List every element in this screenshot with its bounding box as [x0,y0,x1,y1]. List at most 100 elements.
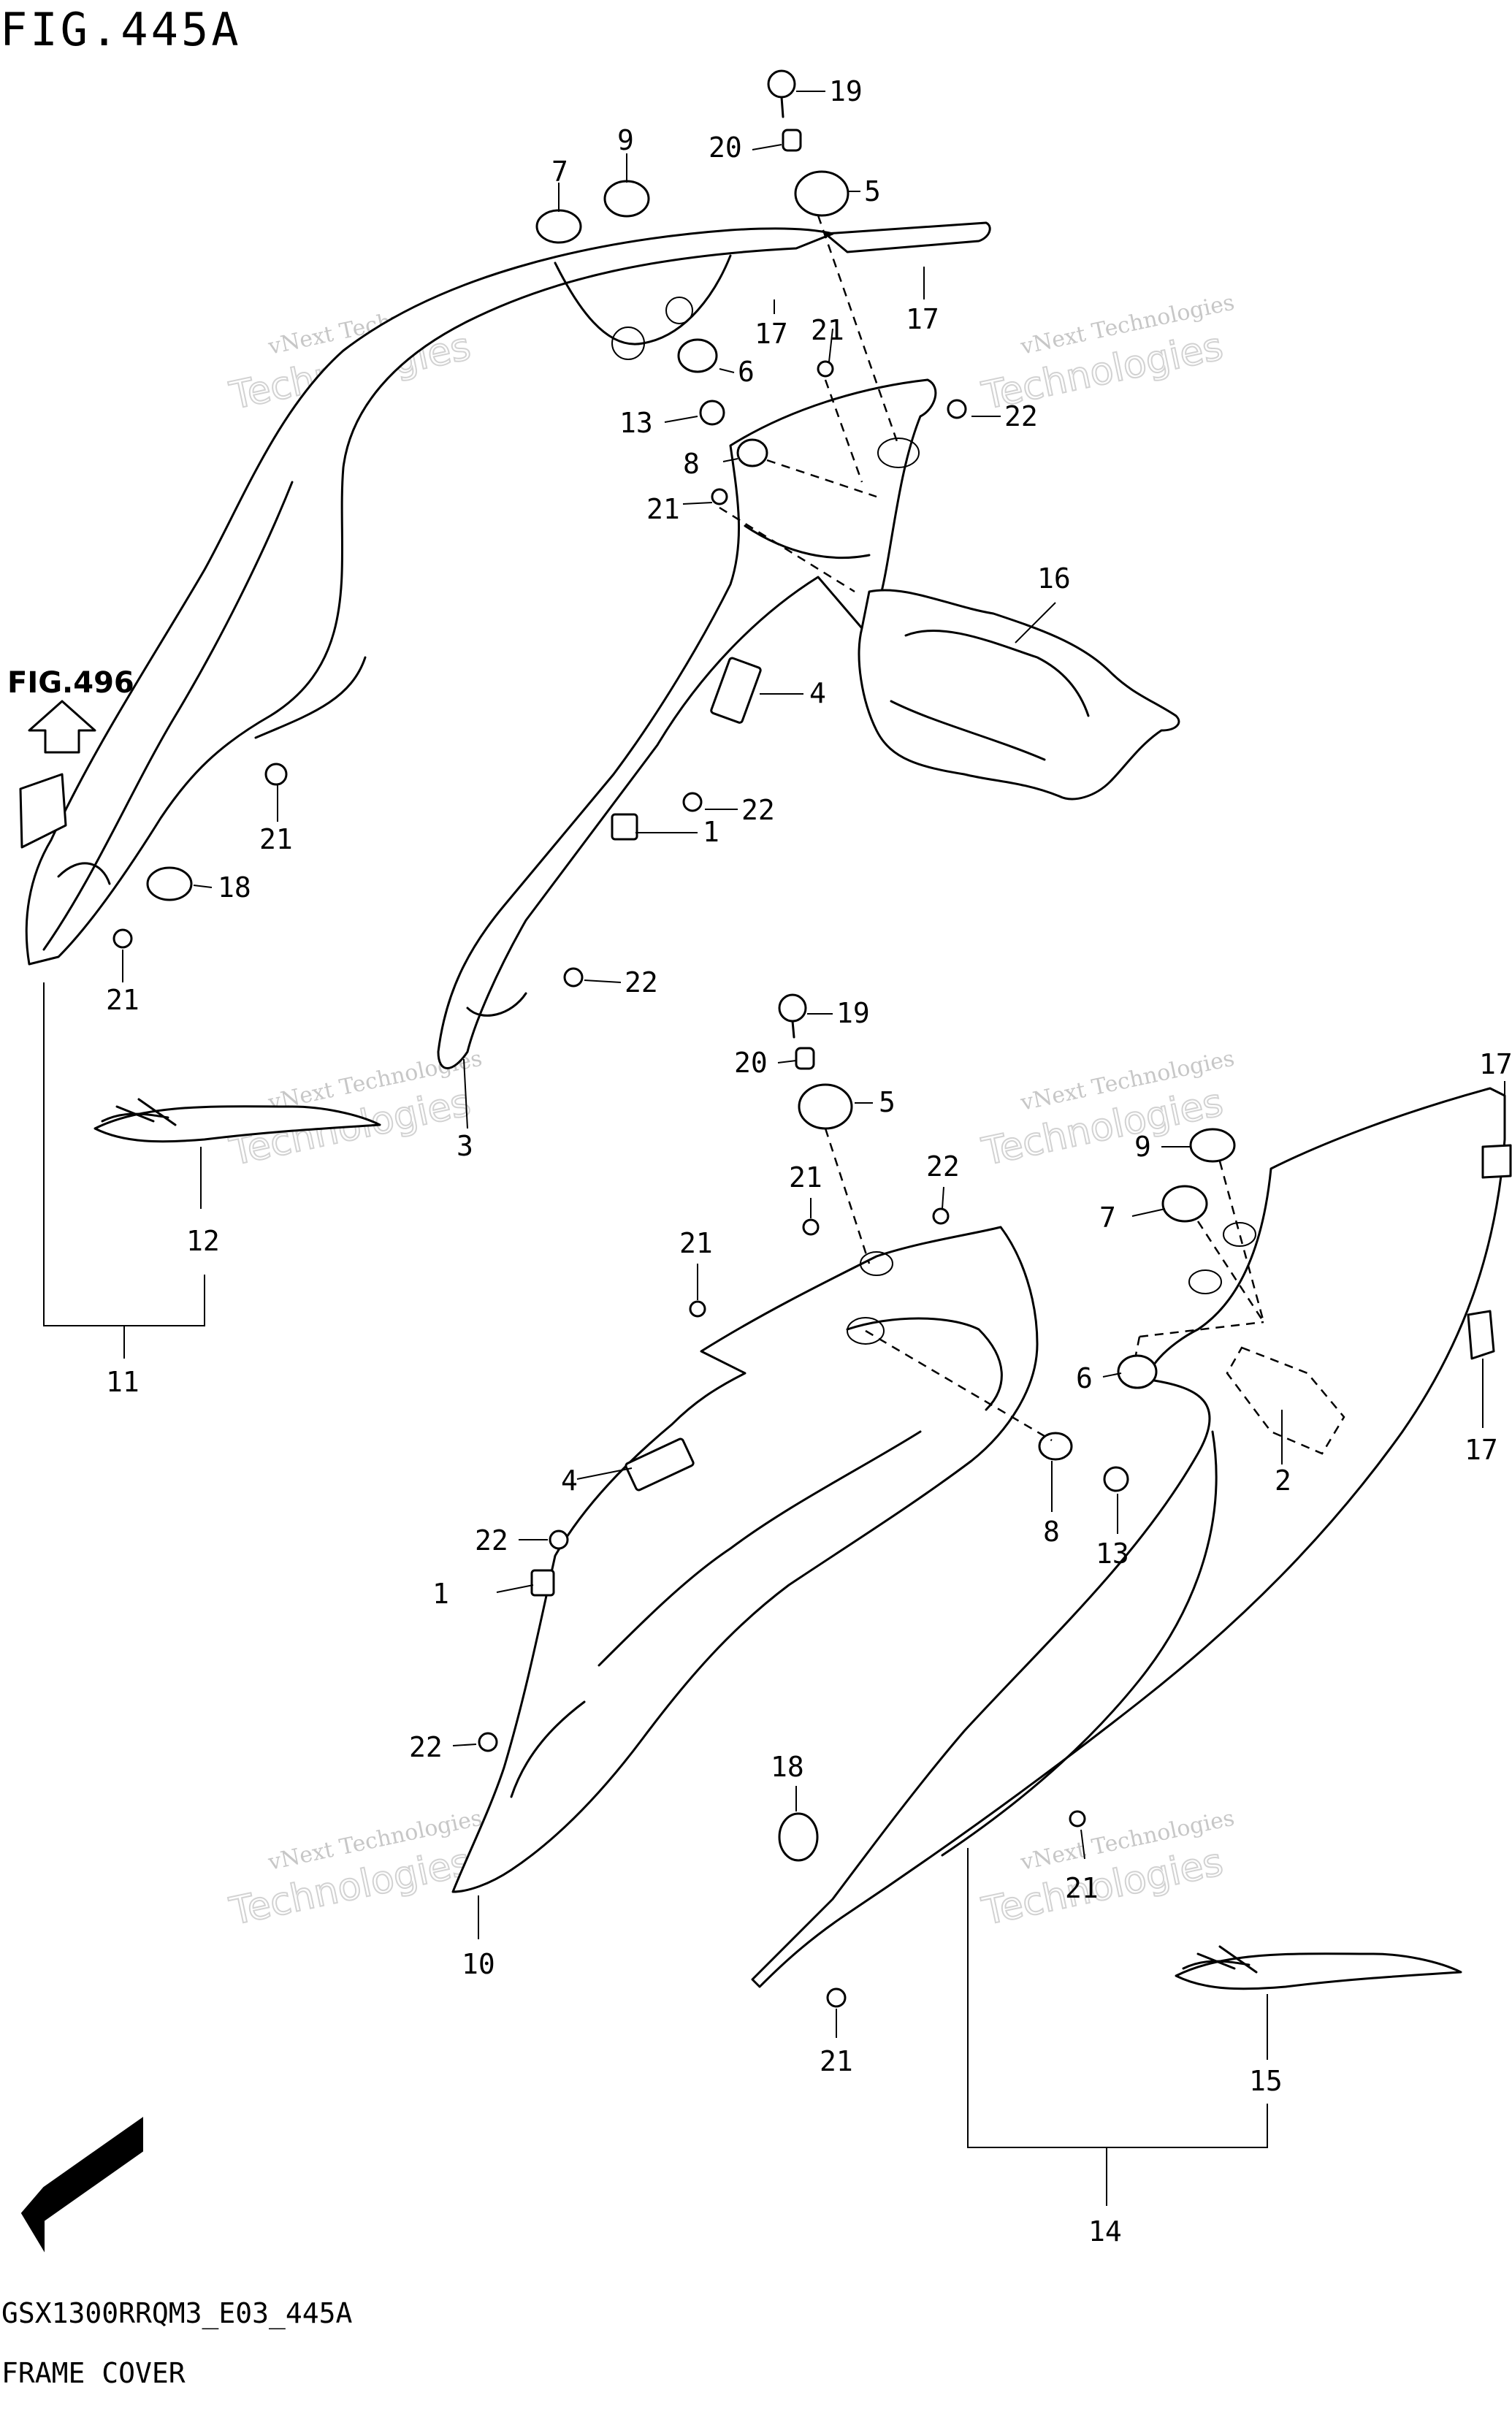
bolt-shaft [780,96,784,118]
lower-outer-cover-crease [941,1430,1218,1857]
frame-cover-hole [665,297,693,324]
callout-9: 9 [617,124,634,156]
clip-icon [689,1300,706,1318]
screw-icon [563,967,584,988]
cushion-icon [611,813,638,841]
callout-14: 14 [1088,2215,1122,2248]
frame-cover-hole [611,326,645,360]
callout-labels: 19 20 7 9 5 17 17 21 6 13 22 8 21 16 4 2… [106,75,1512,2248]
lower-inner-cover-outline [451,1226,1039,1893]
clip-icon [112,928,133,949]
leader-lines [43,91,1505,2206]
heat-shield [858,589,1180,801]
callout-6: 6 [738,356,755,388]
hayabusa-emblem-icon [1175,1952,1462,1990]
callout-21: 21 [789,1161,822,1194]
lower-inner-cover-crease [597,1430,922,1667]
bolt-icon [778,993,807,1023]
clip-icon [802,1218,820,1236]
callout-4: 4 [809,677,826,709]
decal-outline-dashed [1226,1346,1345,1455]
forward-direction-badge: FWD [20,2117,148,2253]
collar-icon [795,1047,815,1070]
callout-9: 9 [1134,1131,1151,1163]
callout-2: 2 [1275,1464,1291,1497]
hayabusa-emblem-icon [93,1105,381,1143]
callout-1: 1 [432,1578,449,1610]
callout-4: 4 [561,1464,578,1497]
up-arrow-icon [28,700,96,754]
grommet-icon [535,209,582,244]
figure-reference-label: FIG.496 [7,666,134,700]
clip-icon [826,1987,847,2008]
lower-frame-cover-inner [451,1226,1039,1893]
grommet-icon [736,438,768,467]
callout-21: 21 [646,493,680,525]
grommet-icon [798,1083,853,1130]
frame-cover-crease [57,862,111,885]
screw-icon [1103,1466,1129,1492]
callout-21: 21 [1065,1872,1099,1904]
bolt-icon [767,69,796,99]
clip-icon [1069,1810,1086,1828]
heat-shield-outline [858,589,1180,801]
callout-20: 20 [734,1047,768,1079]
screw-icon [947,399,967,419]
callout-13: 13 [619,407,653,439]
callout-12: 12 [186,1225,220,1257]
callout-13: 13 [1096,1538,1129,1570]
clip-icon [264,763,288,786]
inner-cover-hole [877,438,920,468]
figure-reference[interactable]: FIG.496 [7,666,134,754]
callout-1: 1 [703,816,719,848]
cushion-icon [710,657,762,724]
callout-8: 8 [683,448,700,480]
callout-22: 22 [741,794,775,826]
frame-cover-tab [824,221,991,253]
frame-cover-upper-outline [25,227,834,966]
label-patch [1481,1144,1512,1179]
callout-7: 7 [1099,1202,1116,1234]
grommet-icon [1189,1128,1236,1163]
callout-21: 21 [820,2045,853,2077]
screw-icon [682,792,703,812]
heat-shield-crease [904,629,1090,717]
fwd-arrow-icon [20,2117,143,2253]
section-name: FRAME COVER [1,2357,186,2389]
grommet-icon [1161,1185,1208,1223]
grommet-icon [603,180,650,218]
callout-5: 5 [864,175,881,207]
cover-decal-patch [19,773,67,849]
callout-17: 17 [1465,1434,1498,1466]
callout-17: 17 [755,318,788,350]
nut-icon [677,338,718,373]
callout-18: 18 [218,871,251,904]
clip-icon [932,1207,950,1225]
callout-22: 22 [625,966,658,998]
nut-icon [1117,1354,1158,1389]
clip-icon [711,488,728,505]
screw-icon [699,400,725,426]
drawing-code: GSX1300RRQM3_E03_445A [1,2297,353,2330]
lower-outer-cover-outline [751,1087,1506,1988]
callout-22: 22 [926,1150,960,1183]
clip-icon [817,360,834,378]
screw-icon [478,1732,498,1752]
callout-17: 17 [1479,1048,1512,1080]
frame-cover-crease [254,656,367,739]
small-parts [93,69,1462,2008]
callout-11: 11 [106,1366,140,1398]
callout-19: 19 [836,997,870,1029]
bolt-shaft [791,1020,795,1039]
callout-21: 21 [259,823,293,855]
inner-cover-crease [466,992,527,1017]
emblem-detail [1182,1945,1258,1974]
lower-inner-cover-crease [846,1317,1003,1411]
callout-21: 21 [679,1227,713,1259]
inner-cover-outline [437,378,937,1069]
upper-frame-cover-left [19,221,991,966]
callout-3: 3 [457,1130,473,1162]
callout-22: 22 [409,1731,443,1763]
callout-5: 5 [879,1086,896,1118]
lower-inner-cover-crease [510,1700,586,1798]
